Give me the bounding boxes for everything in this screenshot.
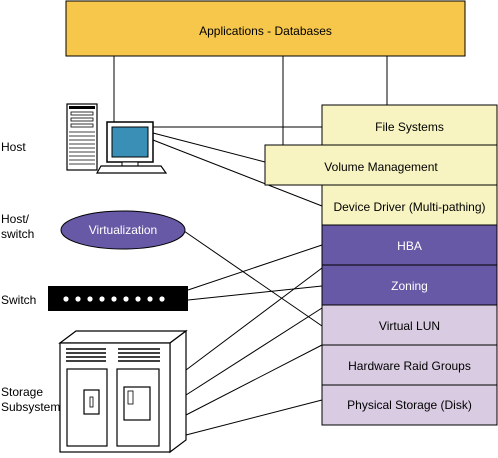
device-driver-layer	[321, 184, 498, 226]
applications-databases-box	[65, 0, 466, 57]
connector-lines	[113, 56, 388, 436]
virtualization-ellipse	[60, 210, 186, 250]
connector-storage-to-physical	[185, 399, 323, 436]
storage-subsystem-icon	[58, 329, 188, 454]
switch-label: Switch	[1, 293, 37, 307]
volume-management-layer	[264, 144, 498, 186]
storage-label-line-2: Subsystem	[1, 400, 61, 414]
network-switch-icon	[48, 286, 188, 311]
connector-switch-to-zoning	[187, 285, 323, 301]
device-driver-label: Device Driver (Multi-pathing)	[333, 200, 486, 214]
physical-storage-label: Physical Storage (Disk)	[347, 398, 472, 412]
connector-virtualization-to-virtual-lun	[183, 230, 323, 327]
connector-host-to-driver	[152, 139, 323, 207]
connector-storage-to-virtual-lun	[185, 307, 323, 396]
volume-management-label: Volume Management	[324, 160, 438, 174]
applications-databases-label: Applications - Databases	[199, 24, 332, 38]
connector-host-to-volume	[152, 132, 266, 163]
file-systems-label: File Systems	[375, 120, 444, 134]
virtualization-label: Virtualization	[88, 223, 158, 237]
host-switch-label-line-2: switch	[1, 227, 35, 241]
physical-storage-layer	[321, 384, 498, 426]
host-switch-label-line-1: Host/	[1, 212, 30, 226]
connector-storage-to-raid	[185, 344, 323, 416]
zoning-label: Zoning	[391, 279, 428, 293]
virtual-lun-label: Virtual LUN	[378, 319, 441, 333]
storage-label-line-1: Storage	[1, 385, 44, 399]
connector-storage-to-zoning	[185, 267, 323, 371]
host-computer-icon	[66, 103, 168, 174]
hardware-raid-groups-label: Hardware Raid Groups	[348, 359, 471, 373]
hba-layer	[321, 224, 498, 266]
connector-switch-to-hba	[187, 244, 323, 291]
host-label: Host	[1, 140, 26, 154]
hba-label: HBA	[397, 239, 422, 253]
hardware-raid-groups-layer	[321, 344, 498, 386]
virtual-lun-layer	[321, 304, 498, 346]
